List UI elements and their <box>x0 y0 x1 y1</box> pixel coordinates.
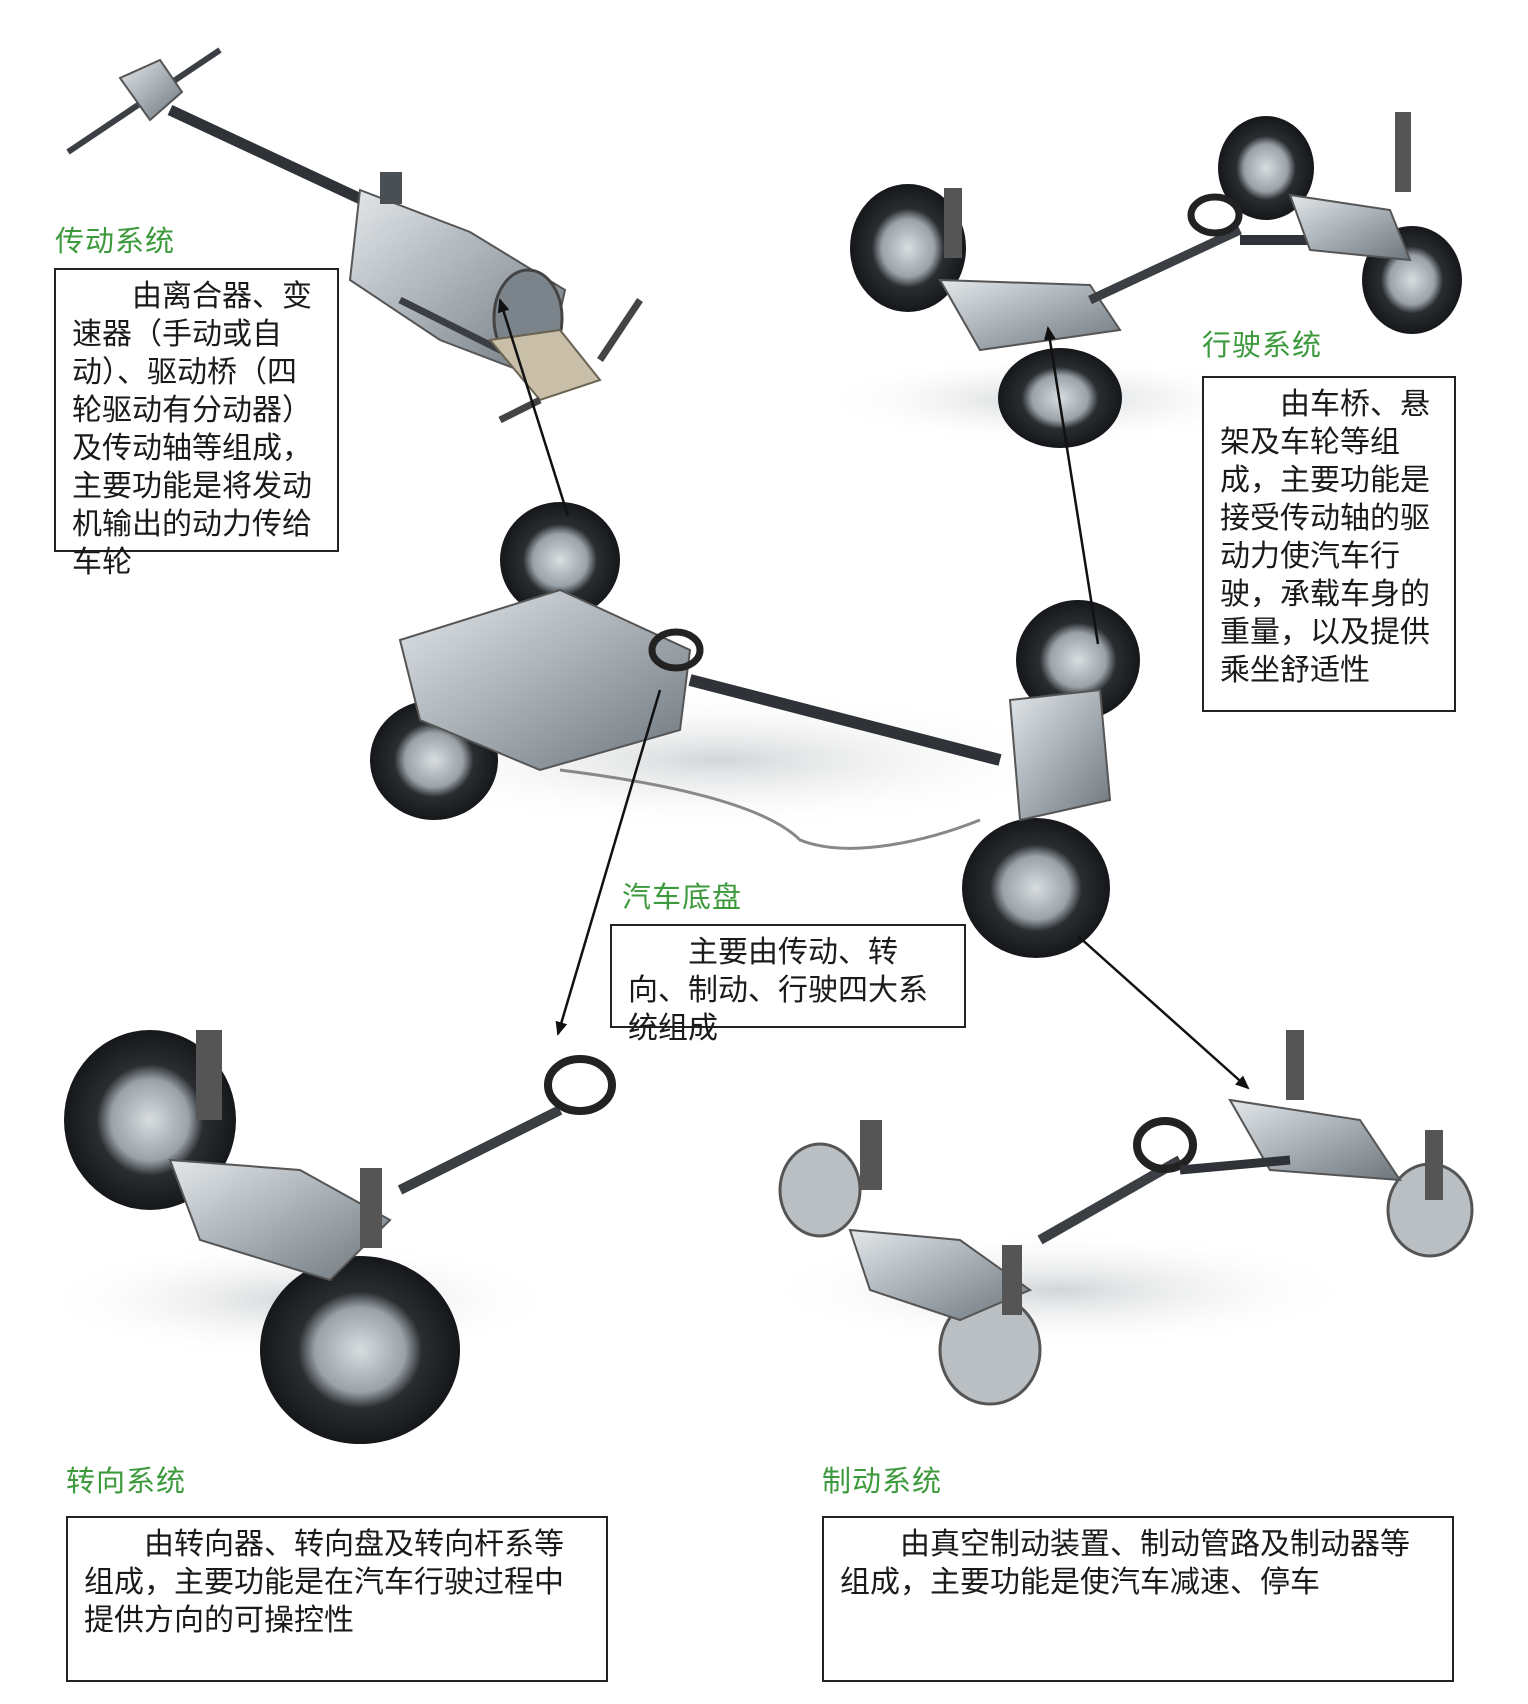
braking-description: 由真空制动装置、制动管路及制动器等组成，主要功能是使汽车减速、停车 <box>822 1516 1454 1682</box>
arrow-to-steering <box>555 689 662 1036</box>
steering-description: 由转向器、转向盘及转向杆系等组成，主要功能是在汽车行驶过程中提供方向的可操控性 <box>66 1516 608 1682</box>
steering-title: 转向系统 <box>66 1464 187 1498</box>
braking-title: 制动系统 <box>822 1464 943 1498</box>
chassis-title: 汽车底盘 <box>622 880 743 914</box>
transmission-description: 由离合器、变速器（手动或自动）、驱动桥（四轮驱动有分动器）及传动轴等组成，主要功… <box>54 268 339 580</box>
arrow-to-transmission <box>497 298 570 517</box>
steering-assembly-illustration <box>40 1030 616 1444</box>
running-description: 由车桥、悬架及车轮等组成，主要功能是接受传动轴的驱动力使汽车行驶，承载车身的重量… <box>1202 376 1456 712</box>
brake-assembly-illustration <box>760 1030 1474 1406</box>
running-gear-assembly-illustration <box>820 112 1462 448</box>
arrow-to-braking <box>1077 935 1250 1090</box>
running-title: 行驶系统 <box>1202 328 1323 362</box>
transmission-title: 传动系统 <box>55 224 176 258</box>
full-chassis-illustration <box>360 502 1140 958</box>
arrow-to-running <box>1043 326 1100 645</box>
chassis-description: 主要由传动、转向、制动、行驶四大系统组成 <box>610 924 966 1046</box>
